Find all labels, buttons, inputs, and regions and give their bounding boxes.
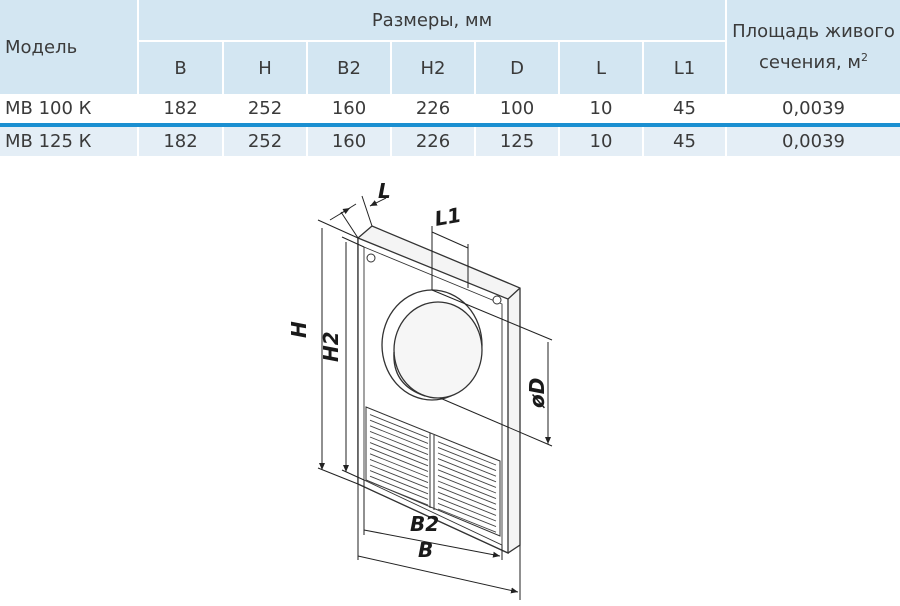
louvre-slat [369,464,429,489]
table-cell: 182 [139,94,222,123]
table-cell: 45 [644,127,725,156]
louvre-slat [437,446,497,472]
header-dimensions-group: Размеры, мм [139,0,725,40]
header-col-l1: L1 [644,42,725,94]
header-col-l: L [560,42,642,94]
table-row-model: МВ 125 К [0,127,137,156]
louvre-slat [369,430,429,456]
louvre-slat [437,486,497,511]
table-cell: 182 [139,127,222,156]
louvre-slat [437,497,497,522]
louvre-slat [369,475,429,500]
louvre-slat [437,508,497,533]
header-col-b2: B2 [308,42,390,94]
louvre-slat [369,470,429,495]
label-l: L [378,179,391,203]
header-col-h2: H2 [392,42,474,94]
dim-line-b2 [363,529,501,558]
table-row-model: МВ 100 К [0,94,137,123]
louvre-slat [437,491,497,516]
table-cell: 252 [224,127,306,156]
header-area-line2: сечения, м2 [759,50,868,73]
table-cell: 10 [560,94,642,123]
louvre-slat [369,414,429,439]
louvre-slat [437,502,497,528]
louvre-slat [369,442,429,467]
header-col-b: B [139,42,222,94]
louvre-slats [369,414,497,533]
louvre-slat [369,447,429,472]
louvre-slat [437,452,497,477]
table-cell: 45 [644,94,725,123]
louvre-grid [365,406,501,537]
label-h2: H2 [319,331,343,362]
table-cell-area: 0,0039 [727,94,900,123]
table-cell: 226 [392,127,474,156]
spec-table: Модель Размеры, мм Площадь живого сечени… [0,0,900,158]
louvre-slat [437,463,497,488]
header-area: Площадь живого сечения, м2 [727,0,900,94]
header-col-h: H [224,42,306,94]
label-b2: B2 [410,512,439,536]
header-area-line1: Площадь живого [732,20,895,42]
table-cell: 160 [308,127,390,156]
louvre-slat [437,469,497,494]
louvre-slat [369,453,429,478]
louvre-slat [369,481,429,506]
label-b: B [418,538,433,562]
louvre-slat [369,425,429,450]
louvre-slat [437,480,497,505]
row-divider [0,123,900,127]
label-l1: L1 [433,203,463,231]
louvre-slat [437,458,497,483]
louvre-slat [369,419,429,444]
header-model: Модель [0,0,137,94]
dim-line-b [357,555,519,594]
louvre-slat [437,474,497,500]
louvre-slat [437,441,497,466]
duct-spigot [381,289,483,401]
grille-technical-drawing: L L1 H H2 øD B2 B [287,179,553,600]
table-cell: 125 [476,127,558,156]
table-cell: 10 [560,127,642,156]
table-cell: 252 [224,94,306,123]
label-d: øD [525,378,549,409]
table-cell-area: 0,0039 [727,127,900,156]
louvre-slat [369,436,429,461]
table-cell: 160 [308,94,390,123]
screw-icon [366,253,502,305]
header-col-d: D [476,42,558,94]
table-cell: 100 [476,94,558,123]
label-h: H [287,321,311,338]
dim-line-l1 [431,231,469,249]
louvre-slat [369,458,429,484]
table-cell: 226 [392,94,474,123]
